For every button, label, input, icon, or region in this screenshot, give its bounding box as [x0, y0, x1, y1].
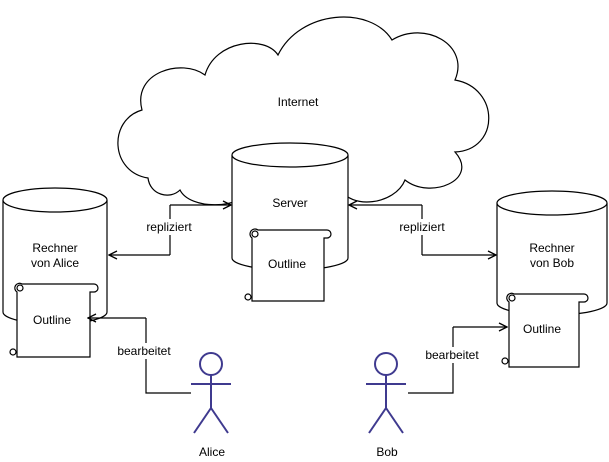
bob-computer-label-line1: Rechner — [529, 241, 574, 255]
alice-computer-label-line2: von Alice — [31, 256, 79, 270]
replicate-edge-right: repliziert — [349, 205, 496, 255]
bob-outline-document: Outline — [501, 292, 589, 368]
edit-edge-alice: bearbeitet — [88, 318, 191, 394]
alice-label: Alice — [199, 445, 225, 459]
edit-alice-label: bearbeitet — [117, 344, 171, 358]
bob-outline-label: Outline — [523, 322, 561, 336]
edit-edge-bob: bearbeitet — [408, 327, 507, 394]
alice-actor: Alice — [191, 352, 231, 459]
bob-actor-head — [374, 352, 398, 376]
bob-label: Bob — [376, 445, 398, 459]
internet-label: Internet — [278, 95, 319, 109]
server-label: Server — [272, 196, 307, 210]
replicate-right-label: repliziert — [399, 220, 445, 234]
replicate-left-label: repliziert — [146, 220, 192, 234]
replicate-edge-left: repliziert — [109, 205, 231, 255]
alice-computer-label-line1: Rechner — [32, 241, 77, 255]
alice-actor-head — [199, 352, 223, 376]
alice-outline-label: Outline — [33, 313, 71, 327]
server-outline-label: Outline — [268, 257, 306, 271]
edit-bob-label: bearbeitet — [425, 348, 479, 362]
bob-actor: Bob — [366, 352, 406, 459]
alice-outline-document: Outline — [9, 282, 99, 358]
server-outline-document: Outline — [244, 228, 332, 302]
bob-computer-label-line2: von Bob — [530, 256, 574, 270]
